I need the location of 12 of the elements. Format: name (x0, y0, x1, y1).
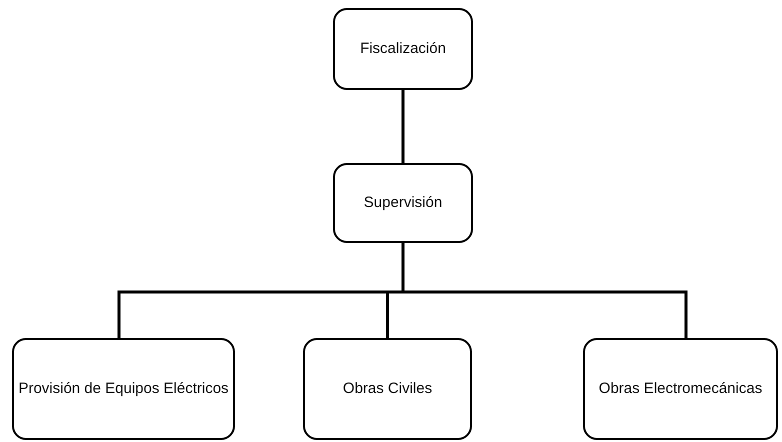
node-label: Provisión de Equipos Eléctricos (18, 378, 229, 399)
connector-line (402, 243, 688, 338)
org-box (333, 8, 473, 90)
connector-line (402, 90, 404, 163)
node-label: Fiscalización (360, 38, 446, 59)
node-label: Supervisión (364, 192, 442, 213)
org-box (333, 163, 473, 243)
node-label: Obras Electromecánicas (598, 378, 762, 399)
node-label: Obras Civiles (342, 378, 432, 399)
org-box (12, 338, 235, 440)
org-box (583, 338, 778, 440)
org-box (303, 338, 472, 440)
